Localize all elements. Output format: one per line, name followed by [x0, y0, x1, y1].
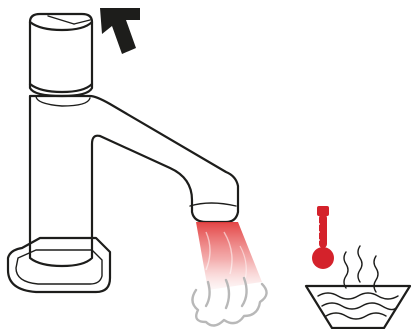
hot-bowl-icon: [306, 286, 410, 328]
faucet-handle[interactable]: [30, 14, 92, 96]
hot-water-stream: [196, 222, 262, 290]
push-arrow-icon: [100, 8, 140, 54]
thermometer-icon: [312, 206, 334, 269]
